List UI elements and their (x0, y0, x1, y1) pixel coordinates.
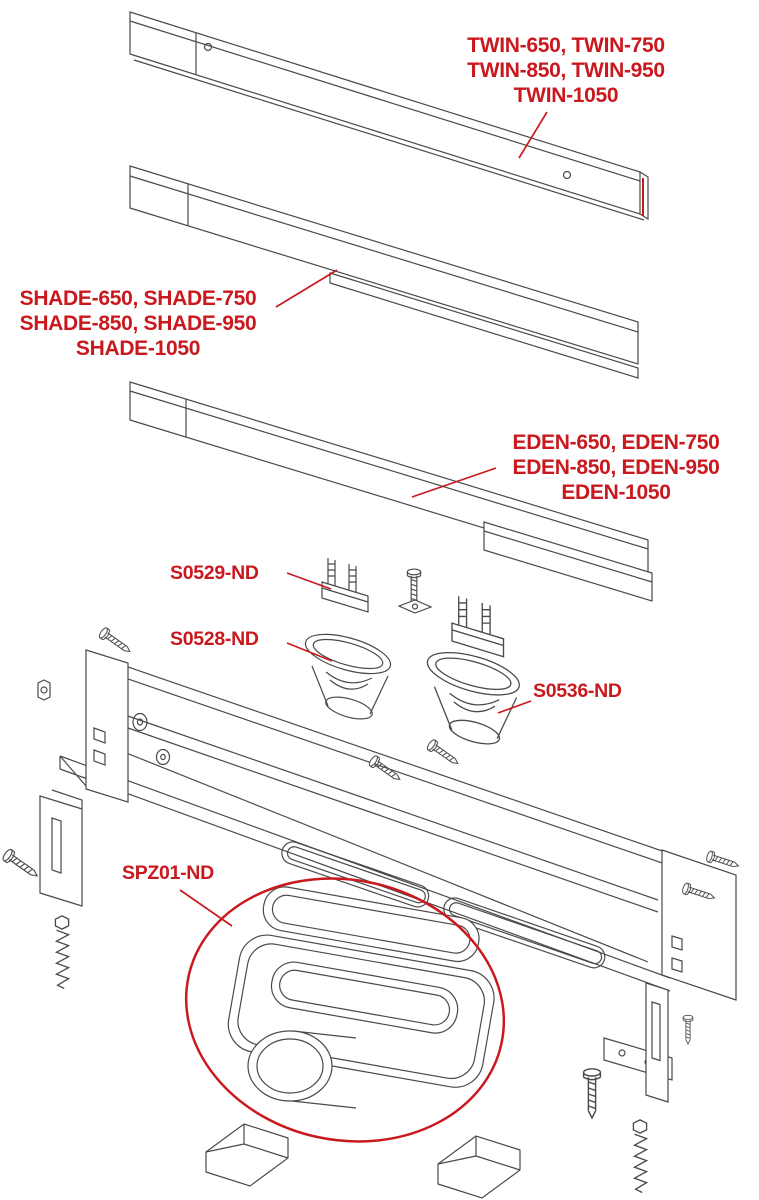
label-s0528: S0528-ND (170, 628, 259, 650)
label-eden-line3: EDEN-1050 (561, 481, 671, 504)
label-shade-line3: SHADE-1050 (75, 337, 201, 360)
label-twin-line3: TWIN-1050 (513, 84, 619, 107)
label-eden-line1: EDEN-650, EDEN-750 (512, 431, 720, 454)
twin-cover-rail (129, 11, 649, 221)
leader-twin (518, 111, 548, 159)
label-shade: SHADE-650, SHADE-750 SHADE-850, SHADE-95… (2, 286, 274, 361)
highlight-ellipse (184, 877, 506, 1143)
leader-s0528 (286, 642, 333, 662)
label-shade-line1: SHADE-650, SHADE-750 (19, 287, 257, 310)
part-s0536-basket (422, 643, 525, 750)
leader-s0529 (286, 572, 332, 590)
mounting-hardware (0, 626, 741, 1199)
label-twin-line1: TWIN-650, TWIN-750 (467, 34, 665, 57)
leader-s0536 (497, 700, 532, 714)
eden-cover-rail (129, 381, 653, 602)
leader-spz01 (179, 889, 233, 927)
part-s0528 (300, 625, 396, 724)
label-shade-line2: SHADE-850, SHADE-950 (19, 312, 257, 335)
label-s0536: S0536-ND (533, 680, 622, 702)
shade-cover-rail (129, 165, 639, 379)
label-eden: EDEN-650, EDEN-750 EDEN-850, EDEN-950 ED… (494, 430, 738, 505)
leader-eden (411, 467, 497, 498)
channel-frame (37, 649, 737, 1001)
label-s0529: S0529-ND (170, 562, 259, 584)
part-s0529 (321, 557, 369, 613)
screw-with-washer (397, 568, 433, 614)
leader-shade (275, 269, 338, 308)
label-twin-line2: TWIN-850, TWIN-950 (467, 59, 665, 82)
label-twin: TWIN-650, TWIN-750 TWIN-850, TWIN-950 TW… (450, 33, 682, 108)
part-s0536-clip (451, 595, 505, 658)
label-spz01: SPZ01-ND (122, 862, 214, 884)
leader-lines (179, 111, 548, 927)
insert-parts (300, 557, 525, 750)
label-eden-line2: EDEN-850, EDEN-950 (512, 456, 720, 479)
drain-trap (227, 886, 495, 1109)
